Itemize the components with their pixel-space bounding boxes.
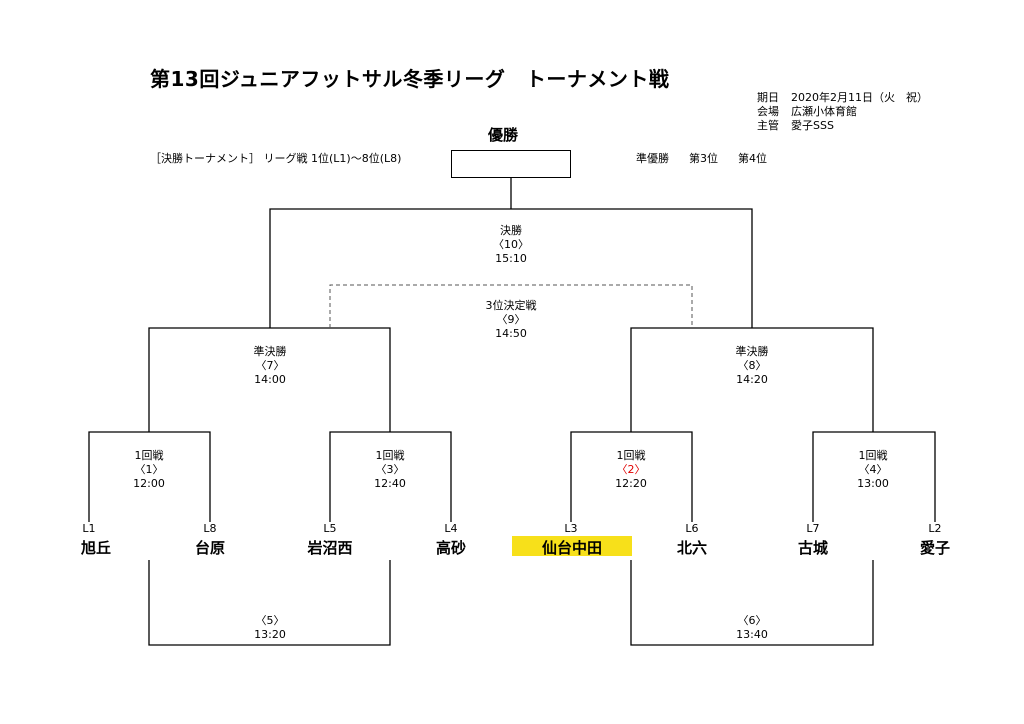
info-host: 主管愛子SSS	[757, 119, 834, 132]
seed-label: L6	[685, 522, 699, 535]
champion-label: 優勝	[488, 126, 519, 144]
rank-runner-up: 準優勝	[636, 152, 669, 165]
rank-fourth: 第4位	[738, 152, 767, 165]
team-name: 台原	[194, 539, 226, 557]
team-name-highlighted: 仙台中田	[541, 539, 603, 557]
seed-label: L8	[203, 522, 217, 535]
rank-labels: 準優勝 第3位 第4位	[636, 150, 787, 166]
seed-label: L4	[444, 522, 458, 535]
match-round1-1: 1回戦〈1〉12:00	[133, 449, 165, 490]
team-name: 愛子	[919, 539, 951, 557]
match-consolation-5: 〈5〉13:20	[254, 614, 286, 641]
match-third-place: 3位決定戦〈9〉14:50	[485, 299, 537, 340]
match-semifinal-8: 準決勝〈8〉14:20	[735, 345, 769, 386]
match-round1-4: 1回戦〈4〉13:00	[857, 449, 889, 490]
bracket-subtitle: ［決勝トーナメント］ リーグ戦 1位(L1)～8位(L8)	[150, 152, 402, 165]
match-round1-2: 1回戦〈2〉12:20	[615, 449, 647, 490]
info-venue: 会場広瀬小体育館	[757, 105, 857, 118]
seed-label: L1	[82, 522, 96, 535]
rank-third: 第3位	[689, 152, 718, 165]
team-name: 岩沼西	[307, 539, 353, 557]
match-final: 決勝〈10〉15:10	[493, 224, 529, 265]
match-semifinal-7: 準決勝〈7〉14:00	[253, 345, 287, 386]
team-name: 旭丘	[80, 539, 112, 557]
champion-box	[451, 150, 571, 178]
match-consolation-6: 〈6〉13:40	[736, 614, 768, 641]
page-title: 第13回ジュニアフットサル冬季リーグ トーナメント戦	[150, 67, 670, 91]
seed-label: L2	[928, 522, 942, 535]
team-highlight	[512, 536, 632, 556]
team-name: 古城	[797, 539, 829, 557]
team-name: 高砂	[435, 539, 467, 557]
match-round1-3: 1回戦〈3〉12:40	[374, 449, 406, 490]
seed-label: L7	[806, 522, 820, 535]
seed-label: L3	[564, 522, 578, 535]
seed-label: L5	[323, 522, 337, 535]
team-name: 北六	[676, 539, 708, 557]
